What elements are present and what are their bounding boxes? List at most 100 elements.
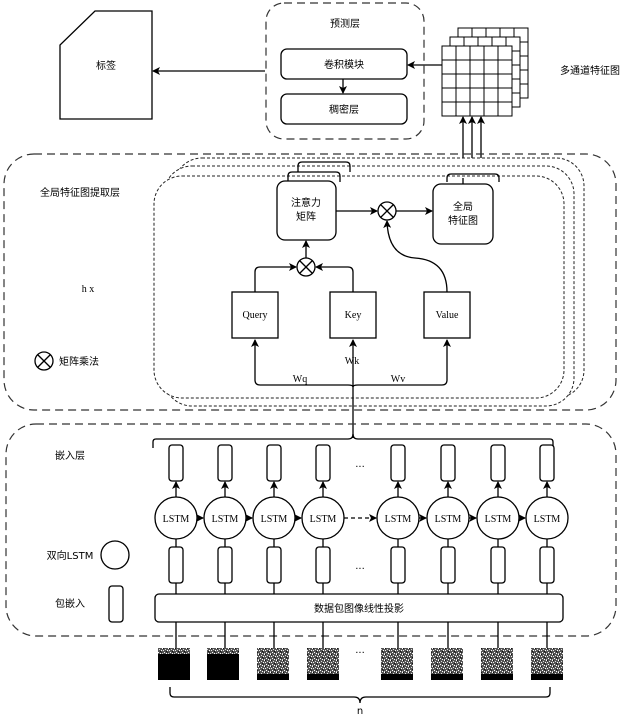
feature-map-cell (483, 87, 499, 103)
dense-layer-box (280, 93, 408, 125)
feature-map-cell (455, 45, 471, 61)
projection-box (154, 593, 564, 623)
global-feature-map-line2: 特征图 (448, 215, 478, 227)
lstm-text: LSTM (310, 514, 337, 525)
feature-map-cell (483, 45, 499, 61)
feature-map-cell (483, 101, 499, 117)
feature-map-cell (455, 59, 471, 75)
wq-label: Wq (293, 374, 307, 385)
head-connector-c (446, 173, 500, 182)
input-embedding (168, 546, 184, 584)
input-images (158, 648, 563, 680)
global-feature-extraction-layer: 全局特征图提取层 h x 矩阵乘法 注意力 矩阵 全局 特征图 (3, 153, 617, 438)
lstm-text: LSTM (163, 514, 190, 525)
image-padding (307, 674, 339, 680)
query-text: Query (243, 310, 268, 321)
input-ellipsis: ... (355, 645, 365, 656)
image-noise-strip (158, 648, 190, 654)
output-embedding (217, 444, 233, 482)
feature-map-cell (455, 101, 471, 117)
arrow-input-to-value (352, 339, 451, 388)
attention-matrix-box (276, 180, 337, 241)
input-embedding (539, 546, 555, 584)
wv-label: Wv (391, 374, 405, 385)
image-padding (481, 674, 513, 680)
matmul-node-top (377, 201, 397, 221)
arrow-key-to-matmul (315, 263, 354, 292)
output-embedding (315, 444, 331, 482)
packet-embed-legend-icon (108, 585, 124, 623)
feature-map-cell (497, 101, 513, 117)
feature-map-cell (441, 59, 457, 75)
lstm-text: LSTM (212, 514, 239, 525)
feature-map-cell (497, 59, 513, 75)
feature-map-channel (441, 45, 513, 117)
feature-map-cell (469, 45, 485, 61)
output-embedding (168, 444, 184, 482)
value-box (423, 291, 471, 339)
input-embedding (315, 546, 331, 584)
lstm-column: LSTM (476, 444, 520, 648)
arrow-input-to-query (251, 339, 354, 388)
global-feature-map-line1: 全局 (453, 200, 473, 213)
label-node: 标签 (59, 10, 153, 120)
input-image (431, 648, 463, 680)
feature-map-cell (497, 73, 513, 89)
image-padding (431, 674, 463, 680)
dense-layer-text: 稠密层 (329, 103, 359, 116)
feature-map-cell (469, 59, 485, 75)
feature-map-cell (469, 87, 485, 103)
lstm-column: LSTM (252, 444, 296, 648)
lstm-column: LSTM (426, 444, 470, 648)
prediction-layer-title: 预测层 (330, 17, 360, 30)
input-embedding (217, 546, 233, 584)
input-image (481, 648, 513, 680)
lstm-text: LSTM (485, 514, 512, 525)
image-padding (381, 674, 413, 680)
matmul-legend-icon (34, 351, 54, 371)
input-embedding (390, 546, 406, 584)
bilstm-legend-icon (100, 540, 130, 570)
arrow-query-to-matmul (254, 263, 297, 292)
global-layer-title: 全局特征图提取层 (40, 186, 120, 199)
image-padding (257, 674, 289, 680)
multichannel-feature-map-label: 多通道特征图 (560, 64, 620, 77)
feature-map-cell (497, 87, 513, 103)
feature-map-cell (483, 59, 499, 75)
image-noise-strip (207, 648, 239, 654)
lstm-text: LSTM (261, 514, 288, 525)
projection-text: 数据包图像线性投影 (314, 602, 404, 615)
output-embedding (440, 444, 456, 482)
input-embedding (266, 546, 282, 584)
conv-module-text: 卷积模块 (324, 58, 364, 71)
input-image (381, 648, 413, 680)
feature-map-cell (469, 101, 485, 117)
input-image (531, 648, 563, 680)
matmul-node-bottom (296, 257, 316, 277)
hx-label: h x (82, 284, 95, 295)
key-box (329, 291, 377, 339)
bottom-brace (169, 687, 551, 704)
feature-map-cell (441, 87, 457, 103)
brace-label-n: n (357, 706, 363, 717)
lstm-column: LSTM (203, 444, 247, 648)
lstm-text: LSTM (385, 514, 412, 525)
input-image (257, 648, 289, 680)
lstm-column: LSTM (376, 444, 420, 648)
lstm-column: LSTM (301, 444, 345, 648)
arrow-value-to-matmul (383, 220, 448, 293)
multichannel-feature-map (441, 27, 529, 117)
output-embedding (539, 444, 555, 482)
head-connector-b (297, 161, 351, 172)
feature-map-cell (497, 45, 513, 61)
input-image (307, 648, 339, 680)
global-feature-map-box (432, 183, 494, 245)
prediction-layer: 预测层 卷积模块 稠密层 (265, 2, 425, 140)
output-embedding (390, 444, 406, 482)
attention-matrix-line2: 矩阵 (296, 210, 316, 223)
feature-map-cell (441, 45, 457, 61)
top-brace (152, 433, 554, 448)
matmul-legend-text: 矩阵乘法 (59, 355, 99, 368)
